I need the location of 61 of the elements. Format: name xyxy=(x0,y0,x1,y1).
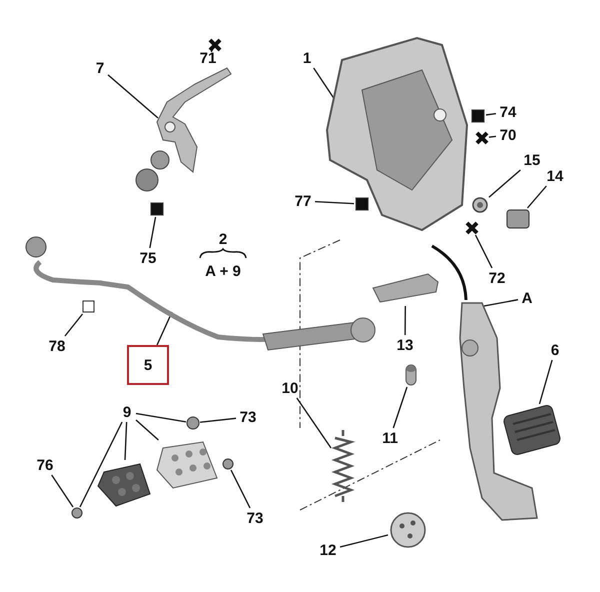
callout-number: 10 xyxy=(278,378,302,398)
leader-line xyxy=(488,170,521,198)
cross-mark xyxy=(465,221,479,235)
leader-line xyxy=(124,422,128,460)
callout-number: 6 xyxy=(546,340,564,360)
leader-line xyxy=(488,136,496,138)
leader-line xyxy=(210,48,214,52)
leader-line xyxy=(526,186,547,208)
leader-line xyxy=(486,112,496,116)
callout-number: A xyxy=(518,288,536,308)
callout-number: 71 xyxy=(196,48,220,68)
leader-line xyxy=(51,474,74,508)
leader-line xyxy=(314,200,354,204)
callout-number: 14 xyxy=(543,166,567,186)
square-mark xyxy=(81,299,96,314)
group-number: 2 xyxy=(218,230,228,248)
callout-number: 78 xyxy=(45,336,69,356)
callout-number: 9 xyxy=(118,402,136,422)
group-contents: A + 9 xyxy=(204,262,242,280)
callout-number: 1 xyxy=(299,48,315,68)
cross-mark xyxy=(208,38,222,52)
leader-line xyxy=(484,299,518,307)
leader-line xyxy=(404,306,406,335)
leader-line xyxy=(149,216,156,248)
callout-number: 13 xyxy=(393,335,417,355)
leader-line xyxy=(108,74,158,118)
cross-mark xyxy=(475,131,489,145)
callout-number: 73 xyxy=(243,508,267,528)
screw xyxy=(222,458,234,470)
callout-number: 12 xyxy=(316,540,340,560)
callout-number: 11 xyxy=(378,428,402,448)
leader-line xyxy=(340,534,388,548)
callout-number: 7 xyxy=(92,58,108,78)
callout-number: 74 xyxy=(496,102,520,122)
leader-line xyxy=(136,412,186,422)
washer xyxy=(471,196,489,214)
leader-line xyxy=(200,418,236,423)
screw xyxy=(71,507,83,519)
callout-number: 70 xyxy=(496,125,520,145)
electrical-connector xyxy=(505,208,531,230)
screw xyxy=(186,416,200,430)
blanking-plug xyxy=(388,510,428,550)
leader-line xyxy=(136,420,159,440)
leader-line xyxy=(392,386,408,428)
square-mark xyxy=(470,108,486,124)
return-spring xyxy=(331,428,355,503)
callout-number: 15 xyxy=(520,150,544,170)
leader-line xyxy=(474,234,493,268)
callout-number: 77 xyxy=(291,191,315,211)
callout-number: 73 xyxy=(236,407,260,427)
callout-number: 75 xyxy=(136,248,160,268)
leader-line xyxy=(538,360,553,404)
callout-number: 76 xyxy=(33,455,57,475)
leader-line xyxy=(79,422,123,508)
callout-number: 72 xyxy=(485,268,509,288)
callout-box: 5 xyxy=(127,345,169,385)
square-mark xyxy=(354,196,370,212)
leader-line xyxy=(296,398,332,448)
leader-line xyxy=(64,314,84,336)
square-mark xyxy=(149,201,165,217)
leader-line xyxy=(230,470,251,508)
